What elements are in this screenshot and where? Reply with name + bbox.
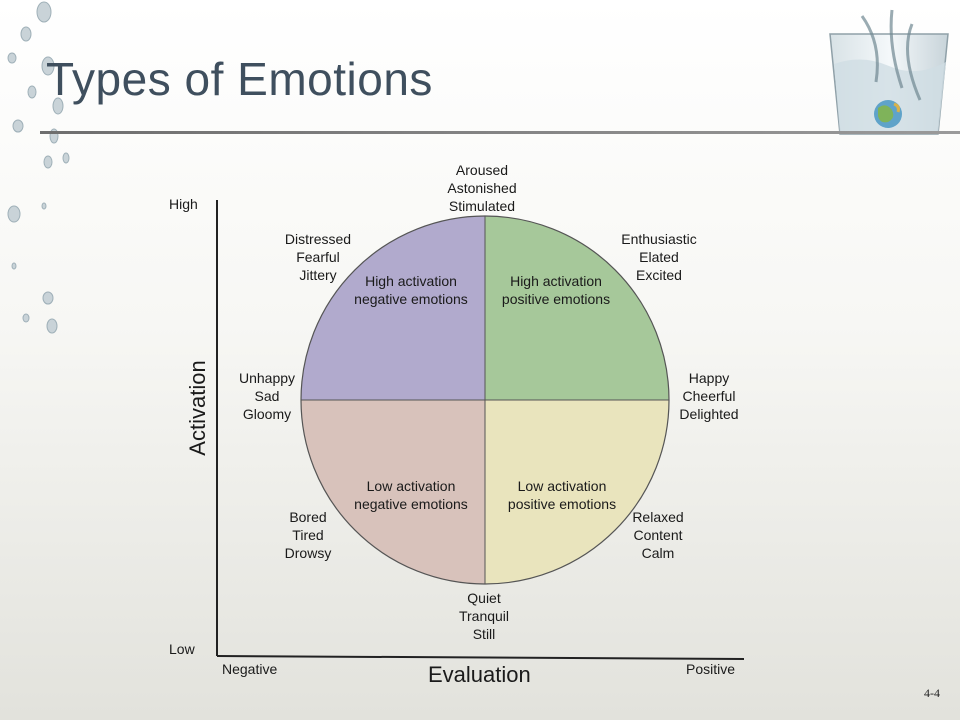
y-axis-low-label: Low — [169, 641, 195, 657]
quadrant-high-negative — [301, 216, 485, 400]
slide-number: 4-4 — [924, 686, 940, 700]
water-glass-decoration — [829, 9, 949, 135]
emotion-circle — [300, 215, 670, 585]
x-axis-title: Evaluation — [428, 662, 531, 687]
x-axis-positive-label: Positive — [686, 661, 736, 677]
y-axis-title: Activation — [185, 360, 210, 456]
y-axis-high-label: High — [169, 196, 198, 212]
x-axis-line — [216, 655, 745, 660]
slide-title: Types of Emotions — [46, 53, 433, 105]
quadrant-high-positive — [485, 216, 669, 400]
x-axis-negative-label: Negative — [222, 661, 278, 677]
header-divider — [40, 131, 960, 134]
quadrant-low-positive — [485, 400, 669, 584]
water-droplets-decoration — [7, 1, 70, 334]
quadrant-low-negative — [301, 400, 485, 584]
